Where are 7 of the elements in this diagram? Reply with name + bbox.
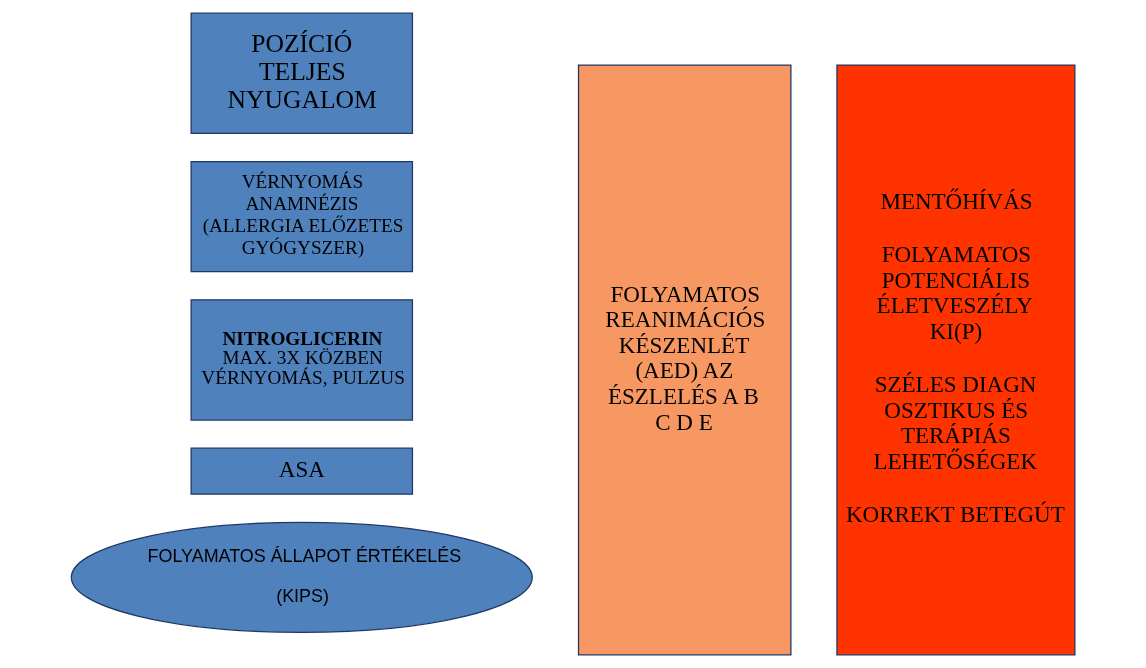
node-box: ASA <box>190 447 414 495</box>
node-box: VÉRNYOMÁS ANAMNÉZIS (ALLERGIA ELŐZETES GYÓGYSZER) <box>190 160 414 273</box>
node-box: FOLYAMATOS REANIMÁCIÓS KÉSZENLÉT (AED) AZ ÉSZLELÉS A B C D E <box>577 64 792 656</box>
node-box: NITROGLICERIN MAX. 3X KÖZBEN VÉRNYOMÁS, PULZUS <box>190 299 414 421</box>
node-ellipse: FOLYAMATOS ÁLLAPOT ÉRTÉKELÉS (KIPS) <box>70 521 533 633</box>
node-box: MENTŐHÍVÁS FOLYAMATOS POTENCIÁLIS ÉLETVESZÉLY KI(P) SZÉLES DIAGNOSZTIKUS ÉS TERÁPIÁS LEHETŐSÉGEK KORREKT BETEGÚT <box>836 64 1076 656</box>
node-box: POZÍCIÓ TELJES NYUGALOM <box>190 12 414 135</box>
